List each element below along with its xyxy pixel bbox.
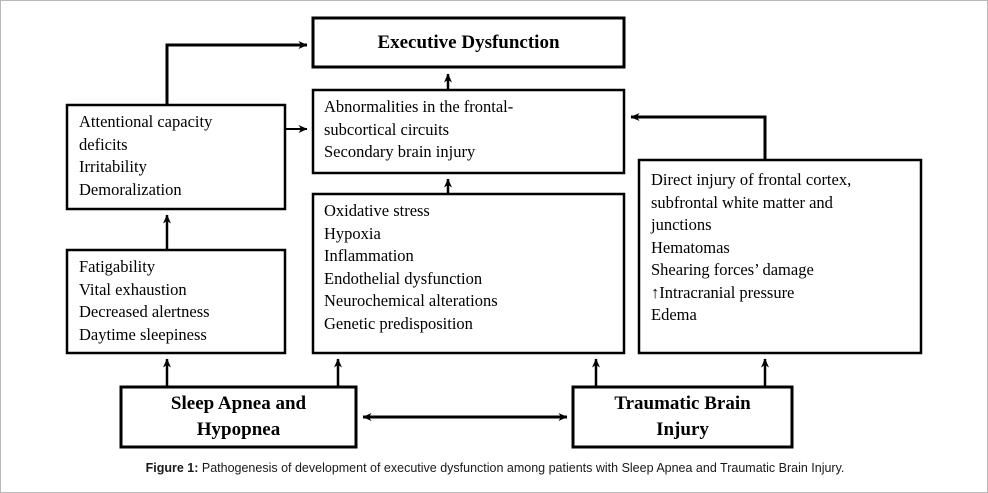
label-sleep-apnea: Sleep Apnea and Hypopnea — [170, 393, 307, 440]
box-direct-injury — [637, 158, 923, 355]
label-attentional-deficits: Attentional capacity deficits Irritabili… — [79, 112, 213, 199]
label-direct-injury: Direct injury of frontal cortex, subfron… — [651, 170, 852, 324]
box-mechanisms — [311, 192, 626, 355]
box-abnormalities — [311, 88, 626, 175]
arrow-direct-injury-to-abnormalities — [630, 113, 767, 159]
figure-caption: Figure 1: Pathogenesis of development of… — [1, 461, 987, 475]
box-traumatic-brain-injury — [571, 385, 794, 449]
arrow-attentional-to-executive — [165, 41, 308, 105]
box-fatigability — [65, 248, 287, 355]
label-abnormalities: Abnormalities in the frontal- subcortica… — [324, 97, 514, 161]
caption-text: Pathogenesis of development of executive… — [198, 461, 845, 475]
caption-label: Figure 1: — [145, 461, 199, 475]
label-fatigability: Fatigability Vital exhaustion Decreased … — [79, 257, 210, 344]
box-executive-dysfunction — [311, 16, 626, 69]
box-attentional-deficits — [65, 103, 287, 211]
label-traumatic-brain-injury: Traumatic Brain Injury — [614, 393, 751, 440]
box-sleep-apnea — [119, 385, 358, 449]
label-executive-dysfunction: Executive Dysfunction — [377, 31, 560, 53]
label-mechanisms: Oxidative stress Hypoxia Inflammation En… — [324, 201, 498, 333]
